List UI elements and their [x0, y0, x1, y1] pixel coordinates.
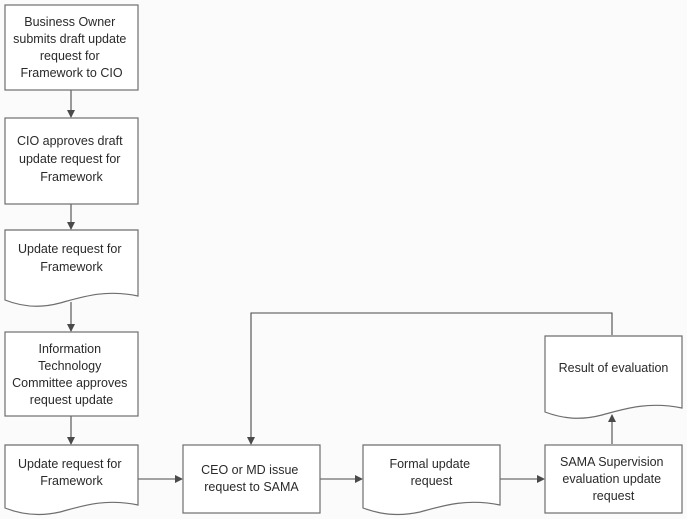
node-text-line: Committee approves: [12, 376, 127, 390]
node-text-line: request: [593, 489, 635, 503]
svg-text:Formal update request: Formal update request: [389, 457, 473, 488]
node-text-line: submits draft update: [13, 32, 126, 46]
node-text-line: Framework: [40, 170, 103, 184]
node-business-owner-submits: Business Owner submits draft update requ…: [4, 4, 139, 91]
svg-text:Update request for Frame: Update request for Framework: [18, 457, 125, 488]
node-text-line: Framework: [40, 260, 103, 274]
node-cio-approves: CIO approves draft update request for Fr…: [4, 117, 139, 205]
node-formal-update-request: Formal update request: [362, 444, 501, 516]
svg-text:Information Technology: Information Technology Committee approve…: [12, 342, 131, 407]
node-text-line: evaluation update: [562, 472, 661, 486]
node-update-request-document-1: Update request for Framework: [4, 229, 139, 307]
svg-text:CIO approves draft updat: CIO approves draft update request for Fr…: [17, 134, 126, 184]
connectors: [67, 90, 616, 483]
node-text-line: request: [411, 474, 453, 488]
node-text-line: Formal update: [389, 457, 470, 471]
svg-text:Result of evaluation: Result of evaluation: [559, 361, 669, 375]
node-text-line: Update request for: [18, 457, 122, 471]
arrow-n9-n6: [247, 312, 613, 445]
node-text-line: Framework: [40, 474, 103, 488]
svg-text:Update request for Frame: Update request for Framework: [18, 242, 125, 274]
node-text-line: Information: [38, 342, 101, 356]
node-text-line: Update request for: [18, 242, 122, 256]
node-text-line: CIO approves draft: [17, 134, 123, 148]
node-it-committee-approves: Information Technology Committee approve…: [4, 331, 139, 417]
node-text-line: update request for: [19, 152, 120, 166]
node-text-line: Framework to CIO: [20, 66, 122, 80]
node-result-of-evaluation: Result of evaluation: [544, 335, 683, 419]
node-text-line: request update: [30, 393, 113, 407]
node-text-line: SAMA Supervision: [560, 455, 664, 469]
node-text-line: request to SAMA: [204, 480, 299, 494]
node-text-line: Result of evaluation: [559, 361, 669, 375]
svg-text:CEO or MD issue request: CEO or MD issue request to SAMA: [201, 463, 302, 494]
svg-text:Business Owner submits d: Business Owner submits draft update requ…: [13, 15, 130, 80]
node-ceo-md-issue-request: CEO or MD issue request to SAMA: [182, 444, 321, 514]
node-text-line: Business Owner: [24, 15, 115, 29]
node-text-line: Technology: [38, 359, 102, 373]
node-sama-supervision-evaluation: SAMA Supervision evaluation update reque…: [544, 444, 683, 514]
node-update-request-document-2: Update request for Framework: [4, 444, 139, 516]
node-text-line: request for: [40, 49, 100, 63]
node-text-line: CEO or MD issue: [201, 463, 298, 477]
svg-text:SAMA Supervision evaluat: SAMA Supervision evaluation update reque…: [560, 455, 667, 503]
